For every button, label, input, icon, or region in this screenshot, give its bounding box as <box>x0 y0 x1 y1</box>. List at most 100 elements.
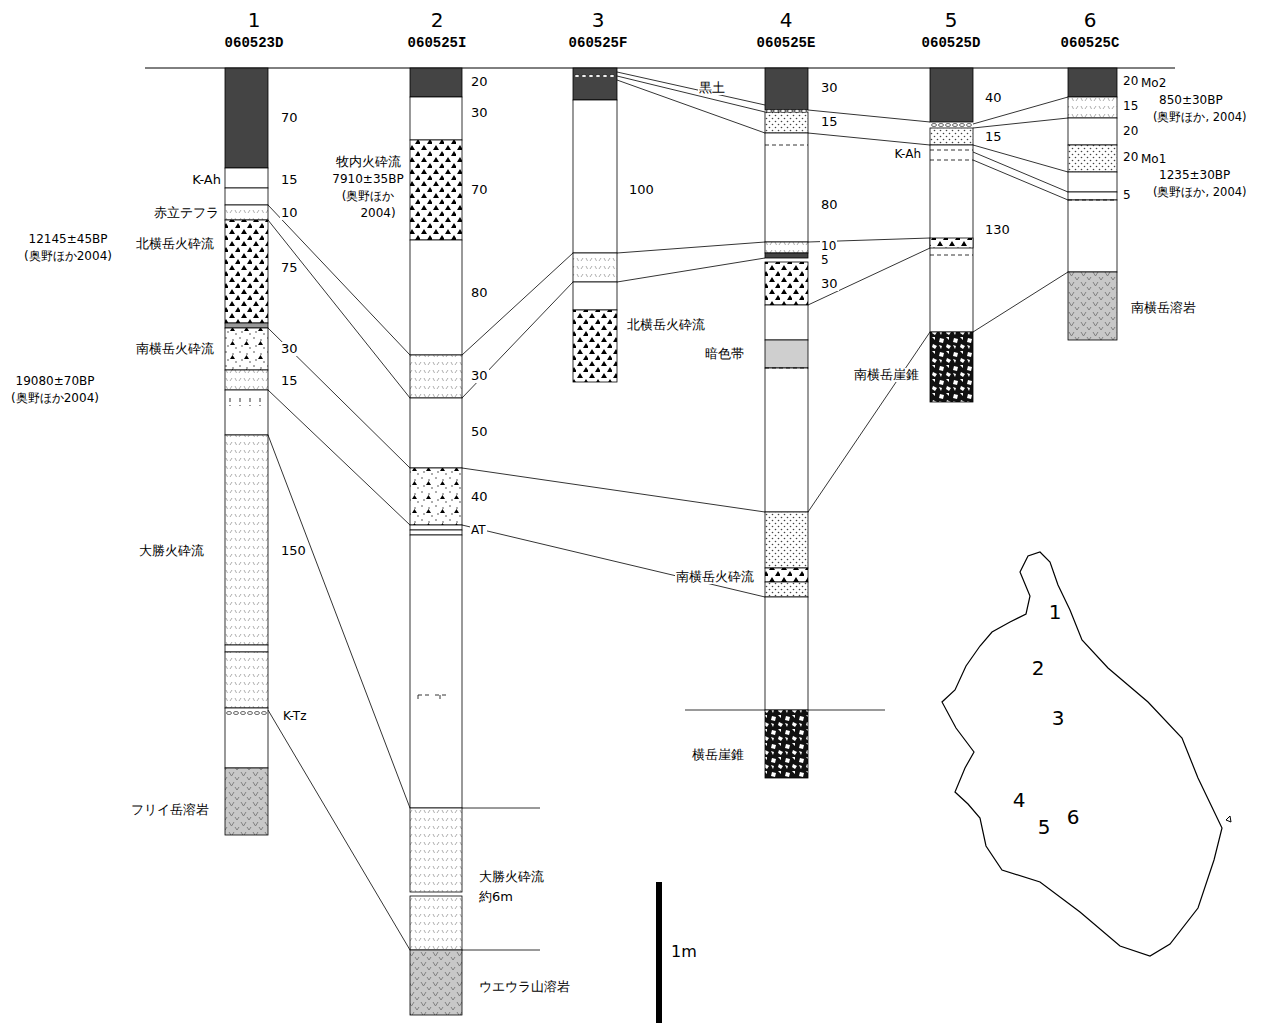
layer-label: 150 <box>280 544 307 559</box>
dash-mark <box>250 398 251 406</box>
layer-label: ウエウラ山溶岩 <box>478 980 571 995</box>
column-header: 060525E <box>756 35 817 51</box>
rock-layer <box>225 768 268 835</box>
dash-mark <box>435 695 447 696</box>
pebble-mark <box>255 712 260 715</box>
column-header: 5 <box>944 9 959 32</box>
rock-layer <box>1068 145 1117 172</box>
layer-label: 牧内火砕流 <box>335 155 402 170</box>
column-header: 3 <box>591 9 606 32</box>
rock-layer <box>410 535 462 808</box>
layer-label: (奥野ほか, 2004) <box>1152 111 1248 124</box>
layer-label: 赤立テフラ <box>153 206 220 221</box>
pebble-mark <box>603 75 608 78</box>
rock-layer <box>765 68 808 110</box>
rock-layer <box>573 100 617 253</box>
rock-layer <box>225 370 268 390</box>
correlation-line <box>617 72 765 105</box>
layer-label: 80 <box>470 286 489 301</box>
rock-layer <box>765 512 808 568</box>
pebble-mark <box>582 75 587 78</box>
map-number: 4 <box>1012 789 1027 812</box>
rock-layer <box>410 97 462 140</box>
rock-layer <box>225 435 268 645</box>
layer-label: Mo2 <box>1140 77 1167 91</box>
layer-label: K-Ah <box>191 173 222 188</box>
pebble-mark <box>781 110 786 113</box>
column-header: 4 <box>779 9 794 32</box>
correlation-line <box>973 272 1068 332</box>
layer-label: 20 <box>1122 151 1139 165</box>
layer-label: (奥野ほか <box>341 190 396 204</box>
rock-layer <box>225 205 268 220</box>
dash-mark <box>765 368 808 369</box>
layer-label: 30 <box>280 342 299 357</box>
pebble-mark <box>774 110 779 113</box>
pebble-mark <box>788 110 793 113</box>
layer-label: 850±30BP <box>1158 94 1224 108</box>
correlation-line <box>268 435 410 808</box>
rock-layer <box>410 355 462 398</box>
layer-label: 1m <box>670 943 698 961</box>
rock-layer <box>410 530 462 535</box>
layer-label: 100 <box>628 183 655 198</box>
correlation-line <box>462 282 573 398</box>
rock-layer <box>410 950 462 1015</box>
rock-layer <box>573 310 617 382</box>
layer-label: (奥野ほか2004) <box>23 250 113 264</box>
layer-label: 大勝火砕流 <box>478 870 545 885</box>
map-number: 1 <box>1048 601 1063 624</box>
pebble-mark <box>953 124 958 127</box>
pebble-mark <box>234 712 239 715</box>
rock-layer <box>573 282 617 310</box>
dash-mark <box>930 255 973 256</box>
island-outline <box>942 552 1222 956</box>
layer-label: 大勝火砕流 <box>138 544 205 559</box>
column-header: 060525F <box>568 35 629 51</box>
rock-layer <box>765 262 808 305</box>
correlation-line <box>268 220 410 398</box>
correlation-line <box>462 525 765 597</box>
rock-layer <box>765 710 808 778</box>
correlation-line <box>268 205 410 355</box>
layer-label: 12145±45BP <box>28 233 109 247</box>
layer-label: 30 <box>820 277 839 292</box>
rock-layer <box>410 808 462 892</box>
rock-layer <box>225 168 268 188</box>
rock-layer <box>410 468 462 525</box>
correlation-line <box>973 118 1068 128</box>
correlation-line <box>808 332 930 512</box>
correlation-line <box>268 390 410 525</box>
rock-layer <box>573 68 617 100</box>
rock-layer <box>410 398 462 468</box>
pebble-mark <box>939 124 944 127</box>
layer-label: (奥野ほか2004) <box>10 392 100 406</box>
rock-layer <box>225 68 268 168</box>
layer-label: 50 <box>470 425 489 440</box>
rock-layer <box>930 128 973 145</box>
rock-layer <box>410 68 462 97</box>
column-header: 6 <box>1083 9 1098 32</box>
column-header: 060523D <box>224 35 285 51</box>
pebble-mark <box>802 110 807 113</box>
map-number: 3 <box>1051 707 1066 730</box>
rock-layer <box>765 340 808 368</box>
layer-label: 7910±35BP <box>331 173 404 187</box>
map-number: 2 <box>1031 657 1046 680</box>
pebble-mark <box>241 712 246 715</box>
correlation-line <box>617 242 765 253</box>
layer-label: 15 <box>280 173 299 188</box>
dash-mark <box>418 695 419 702</box>
rock-layer <box>225 708 268 768</box>
column-header: 2 <box>430 9 445 32</box>
layer-label: 10 <box>820 240 837 254</box>
layer-label: 横岳崖錐 <box>691 748 745 763</box>
column-header: 060525I <box>407 35 468 51</box>
layer-label: 70 <box>470 183 489 198</box>
rock-layer <box>765 582 808 597</box>
rock-layer <box>930 238 973 248</box>
layer-label: 南横岳溶岩 <box>1130 301 1197 316</box>
rock-layer <box>765 242 808 253</box>
